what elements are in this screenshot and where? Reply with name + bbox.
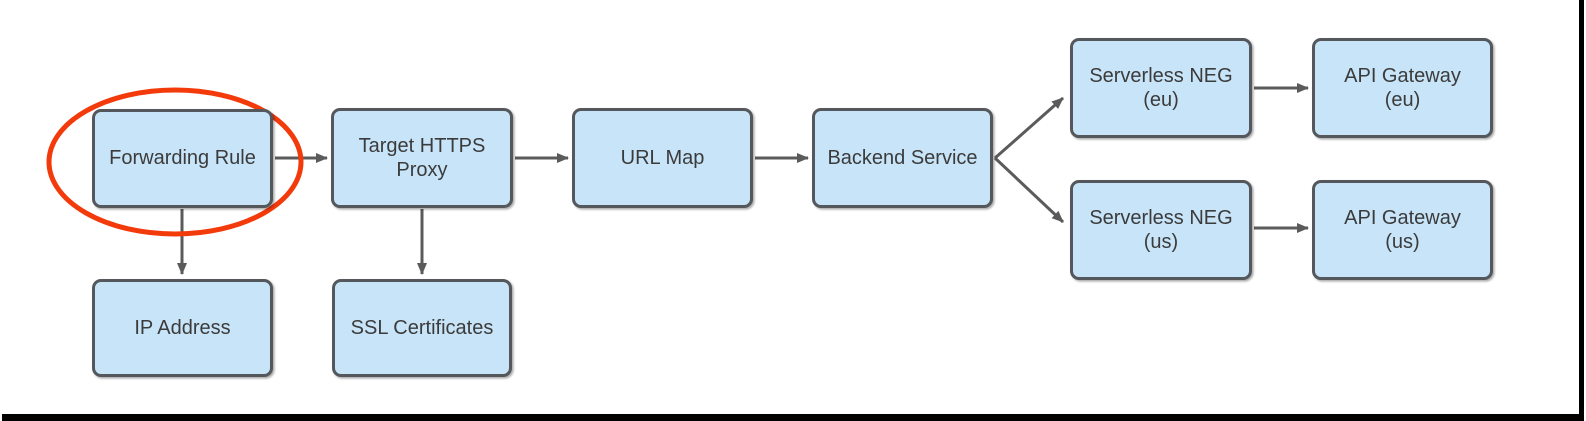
- node-url-map: URL Map: [572, 108, 753, 208]
- node-target-https-proxy: Target HTTPS Proxy: [331, 108, 513, 208]
- node-forwarding-rule: Forwarding Rule: [92, 109, 273, 208]
- edge-backend-to-neg-eu: [994, 96, 1064, 160]
- node-serverless-neg-eu: Serverless NEG (eu): [1070, 38, 1252, 138]
- node-backend-service: Backend Service: [812, 108, 993, 208]
- frame-border-bottom: [2, 414, 1584, 421]
- frame-border-right: [1579, 0, 1584, 421]
- node-ssl-certificates: SSL Certificates: [332, 279, 512, 377]
- node-serverless-neg-us: Serverless NEG (us): [1070, 180, 1252, 280]
- edge-backend-to-neg-us: [993, 156, 1065, 224]
- node-ip-address: IP Address: [92, 279, 273, 377]
- node-api-gateway-us: API Gateway (us): [1312, 180, 1493, 280]
- node-api-gateway-eu: API Gateway (eu): [1312, 38, 1493, 138]
